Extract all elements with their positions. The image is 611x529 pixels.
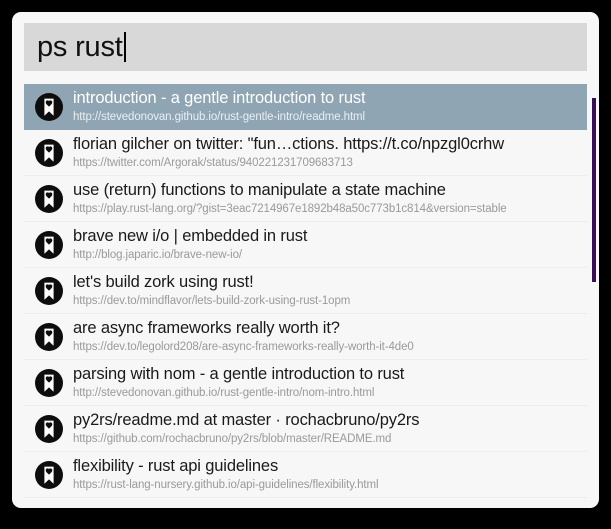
result-text: brave new i/o | embedded in rust http://b… [73, 227, 587, 262]
result-title: flexibility - rust api guidelines [73, 456, 279, 475]
result-url: https://play.rust-lang.org/?gist=3eac721… [73, 202, 507, 215]
results-list: introduction - a gentle introduction to … [24, 84, 587, 508]
result-title: let's build zork using rust! [73, 272, 254, 291]
result-title: are async frameworks really worth it? [73, 318, 340, 337]
result-title: py2rs/readme.md at master · rochacbruno/… [73, 410, 420, 429]
results-scrollbar-thumb[interactable] [592, 98, 596, 282]
result-text: florian gilcher on twitter: "fun…ctions.… [73, 135, 587, 170]
bookmark-heart-icon [34, 460, 64, 490]
result-url: http://blog.japaric.io/brave-new-io/ [73, 248, 242, 261]
text-caret [123, 32, 126, 62]
result-url: https://github.com/rochacbruno/py2rs/blo… [73, 432, 392, 445]
result-text: py2rs/readme.md at master · rochacbruno/… [73, 411, 587, 446]
result-text: parsing with nom - a gentle introduction… [73, 365, 587, 400]
result-url: https://rust-lang-nursery.github.io/api-… [73, 478, 379, 491]
result-text: introduction - a gentle introduction to … [73, 89, 587, 124]
result-title: use (return) functions to manipulate a s… [73, 180, 446, 199]
result-row[interactable]: let's build zork using rust! https://dev.… [24, 268, 587, 314]
bookmark-heart-icon [34, 230, 64, 260]
result-url: https://dev.to/mindflavor/lets-build-zor… [73, 294, 351, 307]
search-input[interactable]: ps rust [24, 23, 587, 71]
bookmark-heart-icon [34, 92, 64, 122]
search-input-value: ps rust [37, 30, 123, 63]
result-row[interactable]: brave new i/o | embedded in rust http://b… [24, 222, 587, 268]
bookmark-heart-icon [34, 322, 64, 352]
result-url: http://stevedonovan.github.io/rust-gentl… [73, 386, 375, 399]
result-title: introduction - a gentle introduction to … [73, 88, 366, 107]
result-row[interactable]: flexibility - rust api guidelines https:/… [24, 452, 587, 498]
launcher-window: ps rust introduction - a gentle introduc… [12, 12, 599, 508]
result-title: florian gilcher on twitter: "fun…ctions.… [73, 134, 504, 153]
result-row[interactable]: parsing with nom - a gentle introduction… [24, 360, 587, 406]
result-title: parsing with nom - a gentle introduction… [73, 364, 405, 383]
search-text-wrap: ps rust [37, 23, 126, 71]
result-row[interactable]: introduction - a gentle introduction to … [24, 84, 587, 130]
result-text: let's build zork using rust! https://dev.… [73, 273, 587, 308]
result-row[interactable]: florian gilcher on twitter: "fun…ctions.… [24, 130, 587, 176]
result-url: https://dev.to/legolord208/are-async-fra… [73, 340, 414, 353]
result-url: https://twitter.com/Argorak/status/94022… [73, 156, 353, 169]
bookmark-heart-icon [34, 138, 64, 168]
result-title: brave new i/o | embedded in rust [73, 226, 308, 245]
results-scrollbar-track[interactable] [592, 84, 597, 504]
bookmark-heart-icon [34, 368, 64, 398]
result-text: flexibility - rust api guidelines https:/… [73, 457, 587, 492]
result-row[interactable]: are async frameworks really worth it? htt… [24, 314, 587, 360]
bookmark-heart-icon [34, 184, 64, 214]
result-row[interactable]: py2rs/readme.md at master · rochacbruno/… [24, 406, 587, 452]
result-text: use (return) functions to manipulate a s… [73, 181, 587, 216]
result-url: http://stevedonovan.github.io/rust-gentl… [73, 110, 365, 123]
result-row[interactable]: use (return) functions to manipulate a s… [24, 176, 587, 222]
bookmark-heart-icon [34, 414, 64, 444]
result-text: are async frameworks really worth it? htt… [73, 319, 587, 354]
bookmark-heart-icon [34, 276, 64, 306]
